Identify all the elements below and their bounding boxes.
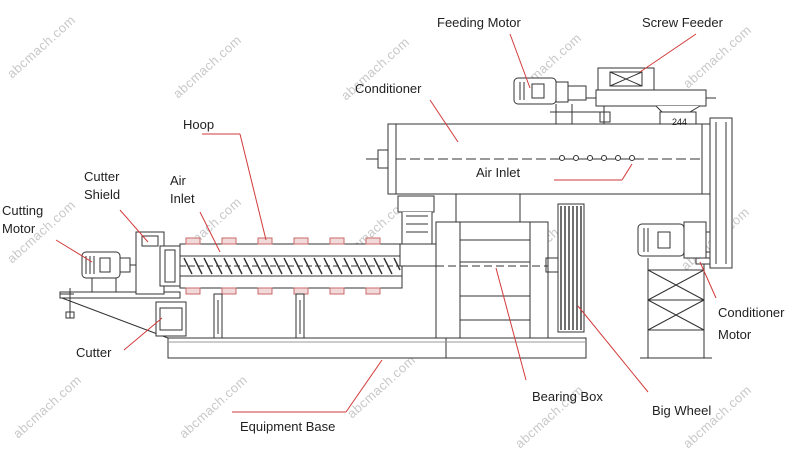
extruder-barrel — [179, 243, 403, 289]
die-plate — [159, 245, 181, 287]
conditioner-motor — [637, 221, 721, 265]
air-inlet-top-label: Air Inlet — [476, 165, 521, 180]
cutter-stand — [59, 288, 187, 339]
equipment-base — [167, 337, 587, 359]
conditioner-motor-label-line1: Conditioner — [718, 305, 785, 320]
air-inlet-left-label-line1: Air — [170, 173, 186, 188]
bearing-box — [435, 221, 559, 339]
conditioner — [366, 123, 732, 222]
air-inlet-left-label-line2: Inlet — [170, 191, 195, 206]
conditioner-motor-label-line2: Motor — [718, 327, 752, 342]
hoop-label: Hoop — [183, 117, 215, 132]
conditioner-motor-stand — [640, 258, 712, 359]
big-wheel — [557, 203, 585, 333]
dimension-mark: 244 — [672, 117, 688, 127]
right-frame — [709, 117, 733, 269]
big-wheel-label: Big Wheel — [652, 403, 712, 418]
cutter-shield-label-line1: Cutter — [84, 169, 120, 184]
feeding-motor-label: Feeding Motor — [437, 15, 521, 30]
cutting-motor-label-line1: Cutting — [2, 203, 44, 218]
barrel-hoops — [185, 237, 381, 295]
leader-lines — [55, 33, 717, 413]
feed-chute — [397, 195, 437, 267]
cutter-shield-label-line2: Shield — [84, 187, 121, 202]
screw-feeder-label: Screw Feeder — [642, 15, 723, 30]
bearing-box-label: Bearing Box — [532, 389, 603, 404]
cutting-motor-label-line2: Motor — [2, 221, 36, 236]
feeding-motor — [513, 77, 600, 124]
cutter-shield — [135, 231, 165, 295]
screw-feeder — [586, 67, 716, 125]
conditioner-label: Conditioner — [355, 81, 422, 96]
cutter-label: Cutter — [76, 345, 112, 360]
barrel-supports — [213, 293, 305, 339]
equipment-base-label: Equipment Base — [240, 419, 336, 434]
